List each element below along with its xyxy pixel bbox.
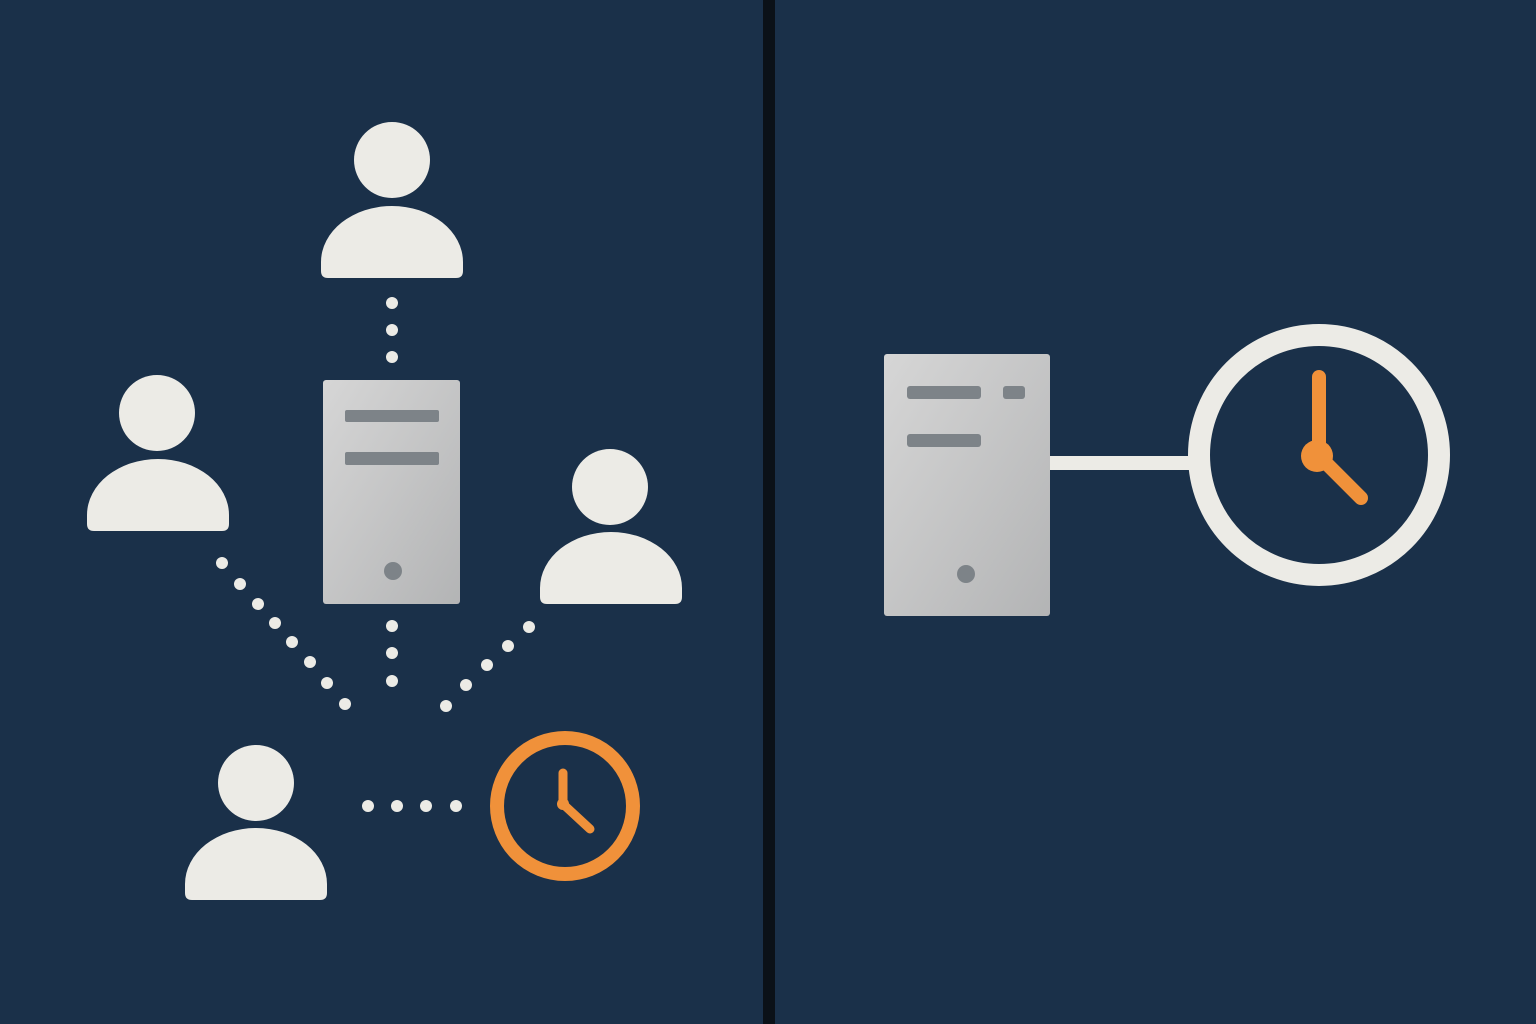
person-icon-right <box>540 449 682 604</box>
dotted-line-center <box>386 620 398 687</box>
person-icon-left <box>87 375 229 531</box>
dotted-line-right <box>440 621 535 712</box>
right-panel <box>884 324 1450 616</box>
dotted-line-bottom <box>362 800 462 812</box>
clock-icon-orange <box>490 731 640 881</box>
person-icon-top <box>321 122 463 278</box>
clock-icon-large <box>1188 324 1450 586</box>
dotted-line-top <box>386 297 398 363</box>
solid-connector-line <box>1050 456 1192 470</box>
panel-divider <box>763 0 775 1024</box>
left-panel <box>87 122 682 900</box>
dotted-line-left <box>216 557 351 710</box>
person-icon-bottom <box>185 745 327 900</box>
server-icon <box>323 380 460 604</box>
dotted-connectors <box>216 297 535 812</box>
server-icon <box>884 354 1050 616</box>
